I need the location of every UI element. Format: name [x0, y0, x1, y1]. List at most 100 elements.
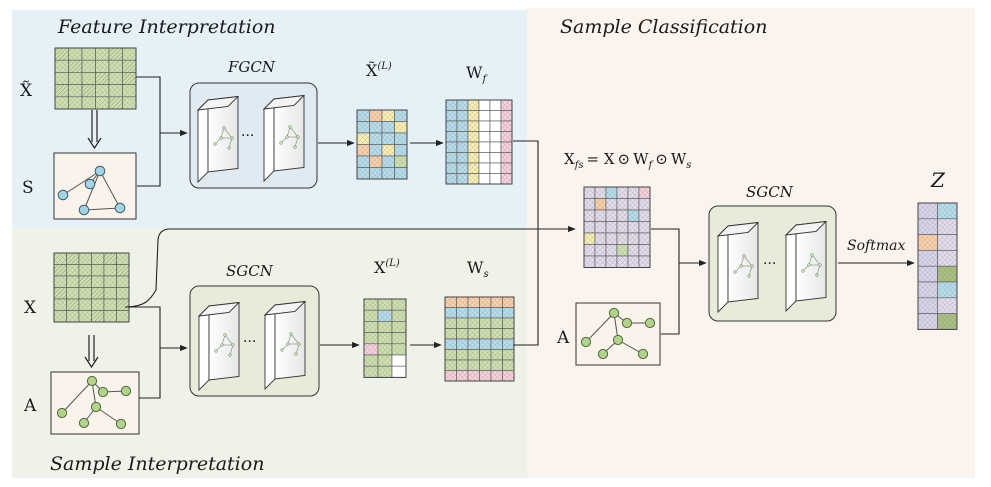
wf-matrix-cell-pattern: [457, 131, 468, 142]
sgcn-bottom-dots: ···: [243, 334, 256, 350]
xfs-matrix-cell-pattern: [639, 244, 650, 256]
x-matrix: [53, 252, 130, 323]
wf-matrix-cell-pattern: [446, 121, 457, 132]
x-l-matrix-cell: [391, 354, 407, 367]
x-l-matrix-cell-pattern: [378, 355, 392, 367]
x-matrix-cell-pattern: [66, 264, 79, 276]
fgcn-label: FGCN: [227, 58, 276, 76]
wf-matrix-cell-pattern: [457, 110, 468, 121]
ws-matrix-cell-pattern: [479, 328, 491, 339]
wf-matrix-cell-pattern: [501, 121, 512, 132]
z-matrix-cell-pattern: [937, 297, 957, 314]
x-tilde-l-matrix-cell-pattern: [382, 133, 395, 145]
x-matrix-cell-pattern: [116, 299, 129, 311]
wf-matrix-cell: [478, 141, 491, 153]
x-tilde-matrix-cell-pattern: [109, 60, 123, 73]
x-matrix-cell-pattern: [54, 310, 67, 322]
xfs-matrix-cell-pattern: [595, 221, 606, 233]
xfs-matrix-cell-pattern: [584, 198, 595, 210]
x-tilde-matrix-cell-pattern: [109, 72, 123, 85]
z-matrix-cell-pattern: [937, 218, 957, 235]
wf-matrix-cell-pattern: [468, 100, 479, 111]
ws-matrix-cell-pattern: [445, 370, 457, 381]
xfs-matrix-cell-pattern: [606, 233, 617, 245]
ws-matrix-cell-pattern: [479, 307, 491, 318]
xfs-matrix-cell-pattern: [628, 256, 639, 268]
sgcn-bottom-module: [189, 285, 320, 397]
z-matrix-cell-pattern: [918, 297, 938, 314]
xfs-matrix-cell-pattern: [617, 187, 628, 199]
x-matrix-cell-pattern: [79, 299, 92, 311]
z-matrix-cell-pattern: [937, 203, 957, 219]
x-tilde-matrix-cell-pattern: [68, 84, 82, 97]
x-tilde-matrix-cell-pattern: [55, 72, 69, 85]
wf-matrix-cell-pattern: [457, 142, 468, 153]
ws-matrix-cell-pattern: [479, 360, 491, 371]
fgcn-dots: ···: [241, 128, 254, 144]
ws-matrix-cell-pattern: [456, 297, 468, 308]
s-graph: [53, 152, 137, 220]
xfs-matrix-cell-pattern: [595, 187, 606, 199]
ws-matrix-cell-pattern: [468, 349, 480, 360]
x-tilde-matrix-cell-pattern: [122, 48, 136, 61]
x-tilde-l-label: X̃(L): [366, 61, 392, 80]
x-tilde-l-matrix-cell-pattern: [394, 167, 407, 179]
wf-matrix-cell-pattern: [446, 142, 457, 153]
xfs-matrix-cell-pattern: [617, 233, 628, 245]
arrow-x-to-sgcn: [125, 306, 188, 352]
x-tilde-l-matrix: [356, 109, 408, 180]
x-l-matrix-cell-pattern: [392, 299, 406, 311]
arrow-xfs-to-sgcn: [651, 228, 707, 267]
x-tilde-l-matrix-cell-pattern: [369, 133, 382, 145]
x-matrix-cell-pattern: [66, 276, 79, 288]
x-tilde-matrix-cell-pattern: [122, 84, 136, 97]
x-tilde-matrix-cell-pattern: [82, 96, 96, 109]
ws-matrix-cell-pattern: [479, 297, 491, 308]
x-tilde-l-matrix-cell-pattern: [382, 121, 395, 133]
wf-matrix-cell: [489, 120, 502, 132]
wf-matrix-cell: [489, 110, 502, 122]
z-matrix-cell-pattern: [918, 313, 938, 330]
ws-matrix-cell-pattern: [468, 297, 480, 308]
sample-interpretation-title: Sample Interpretation: [50, 453, 264, 475]
xfs-matrix-cell-pattern: [606, 256, 617, 268]
x-matrix-border: [53, 252, 130, 323]
wf-matrix-cell: [489, 99, 502, 111]
x-tilde-matrix-cell-pattern: [95, 72, 109, 85]
x-tilde-l-matrix-cell-pattern: [357, 110, 370, 122]
wf-label: Wf: [466, 63, 488, 85]
wf-matrix-cell-pattern: [468, 142, 479, 153]
xfs-matrix-cell-pattern: [606, 187, 617, 199]
z-matrix-cell-pattern: [918, 218, 938, 235]
x-l-label: X(L): [374, 258, 400, 277]
wf-matrix-cell: [489, 162, 502, 174]
sgcn-right-dots: ···: [763, 256, 776, 272]
x-tilde-l-matrix-cell-pattern: [394, 110, 407, 122]
feature-interpretation-title: Feature Interpretation: [57, 16, 276, 38]
fgcn-module: [189, 82, 318, 189]
xfs-matrix-border: [583, 186, 651, 268]
wf-matrix-cell-pattern: [501, 173, 512, 184]
wf-matrix-border: [445, 99, 513, 185]
wf-matrix-cell: [489, 131, 502, 143]
z-matrix-cell-pattern: [937, 266, 957, 282]
x-matrix-cell-pattern: [79, 310, 92, 322]
fgcn-layer-1: [196, 95, 240, 184]
ws-matrix-cell-pattern: [479, 370, 491, 381]
x-tilde-matrix-cell-pattern: [55, 84, 69, 97]
ws-matrix-cell-pattern: [502, 318, 514, 329]
ws-matrix-cell-pattern: [491, 360, 503, 371]
xfs-matrix-cell-pattern: [595, 244, 606, 256]
wf-matrix-cell-pattern: [446, 110, 457, 121]
x-l-matrix-cell-pattern: [378, 366, 392, 378]
x-tilde-matrix-cell-pattern: [55, 48, 69, 61]
x-l-matrix-border: [363, 298, 407, 378]
wf-matrix-cell-pattern: [501, 100, 512, 111]
xfs-matrix-cell-pattern: [639, 256, 650, 268]
xfs-matrix-cell-pattern: [639, 198, 650, 210]
x-tilde-l-matrix-cell-pattern: [369, 121, 382, 133]
x-tilde-matrix-cell-pattern: [95, 60, 109, 73]
x-matrix-cell-pattern: [79, 253, 92, 265]
x-matrix-cell-pattern: [104, 253, 117, 265]
